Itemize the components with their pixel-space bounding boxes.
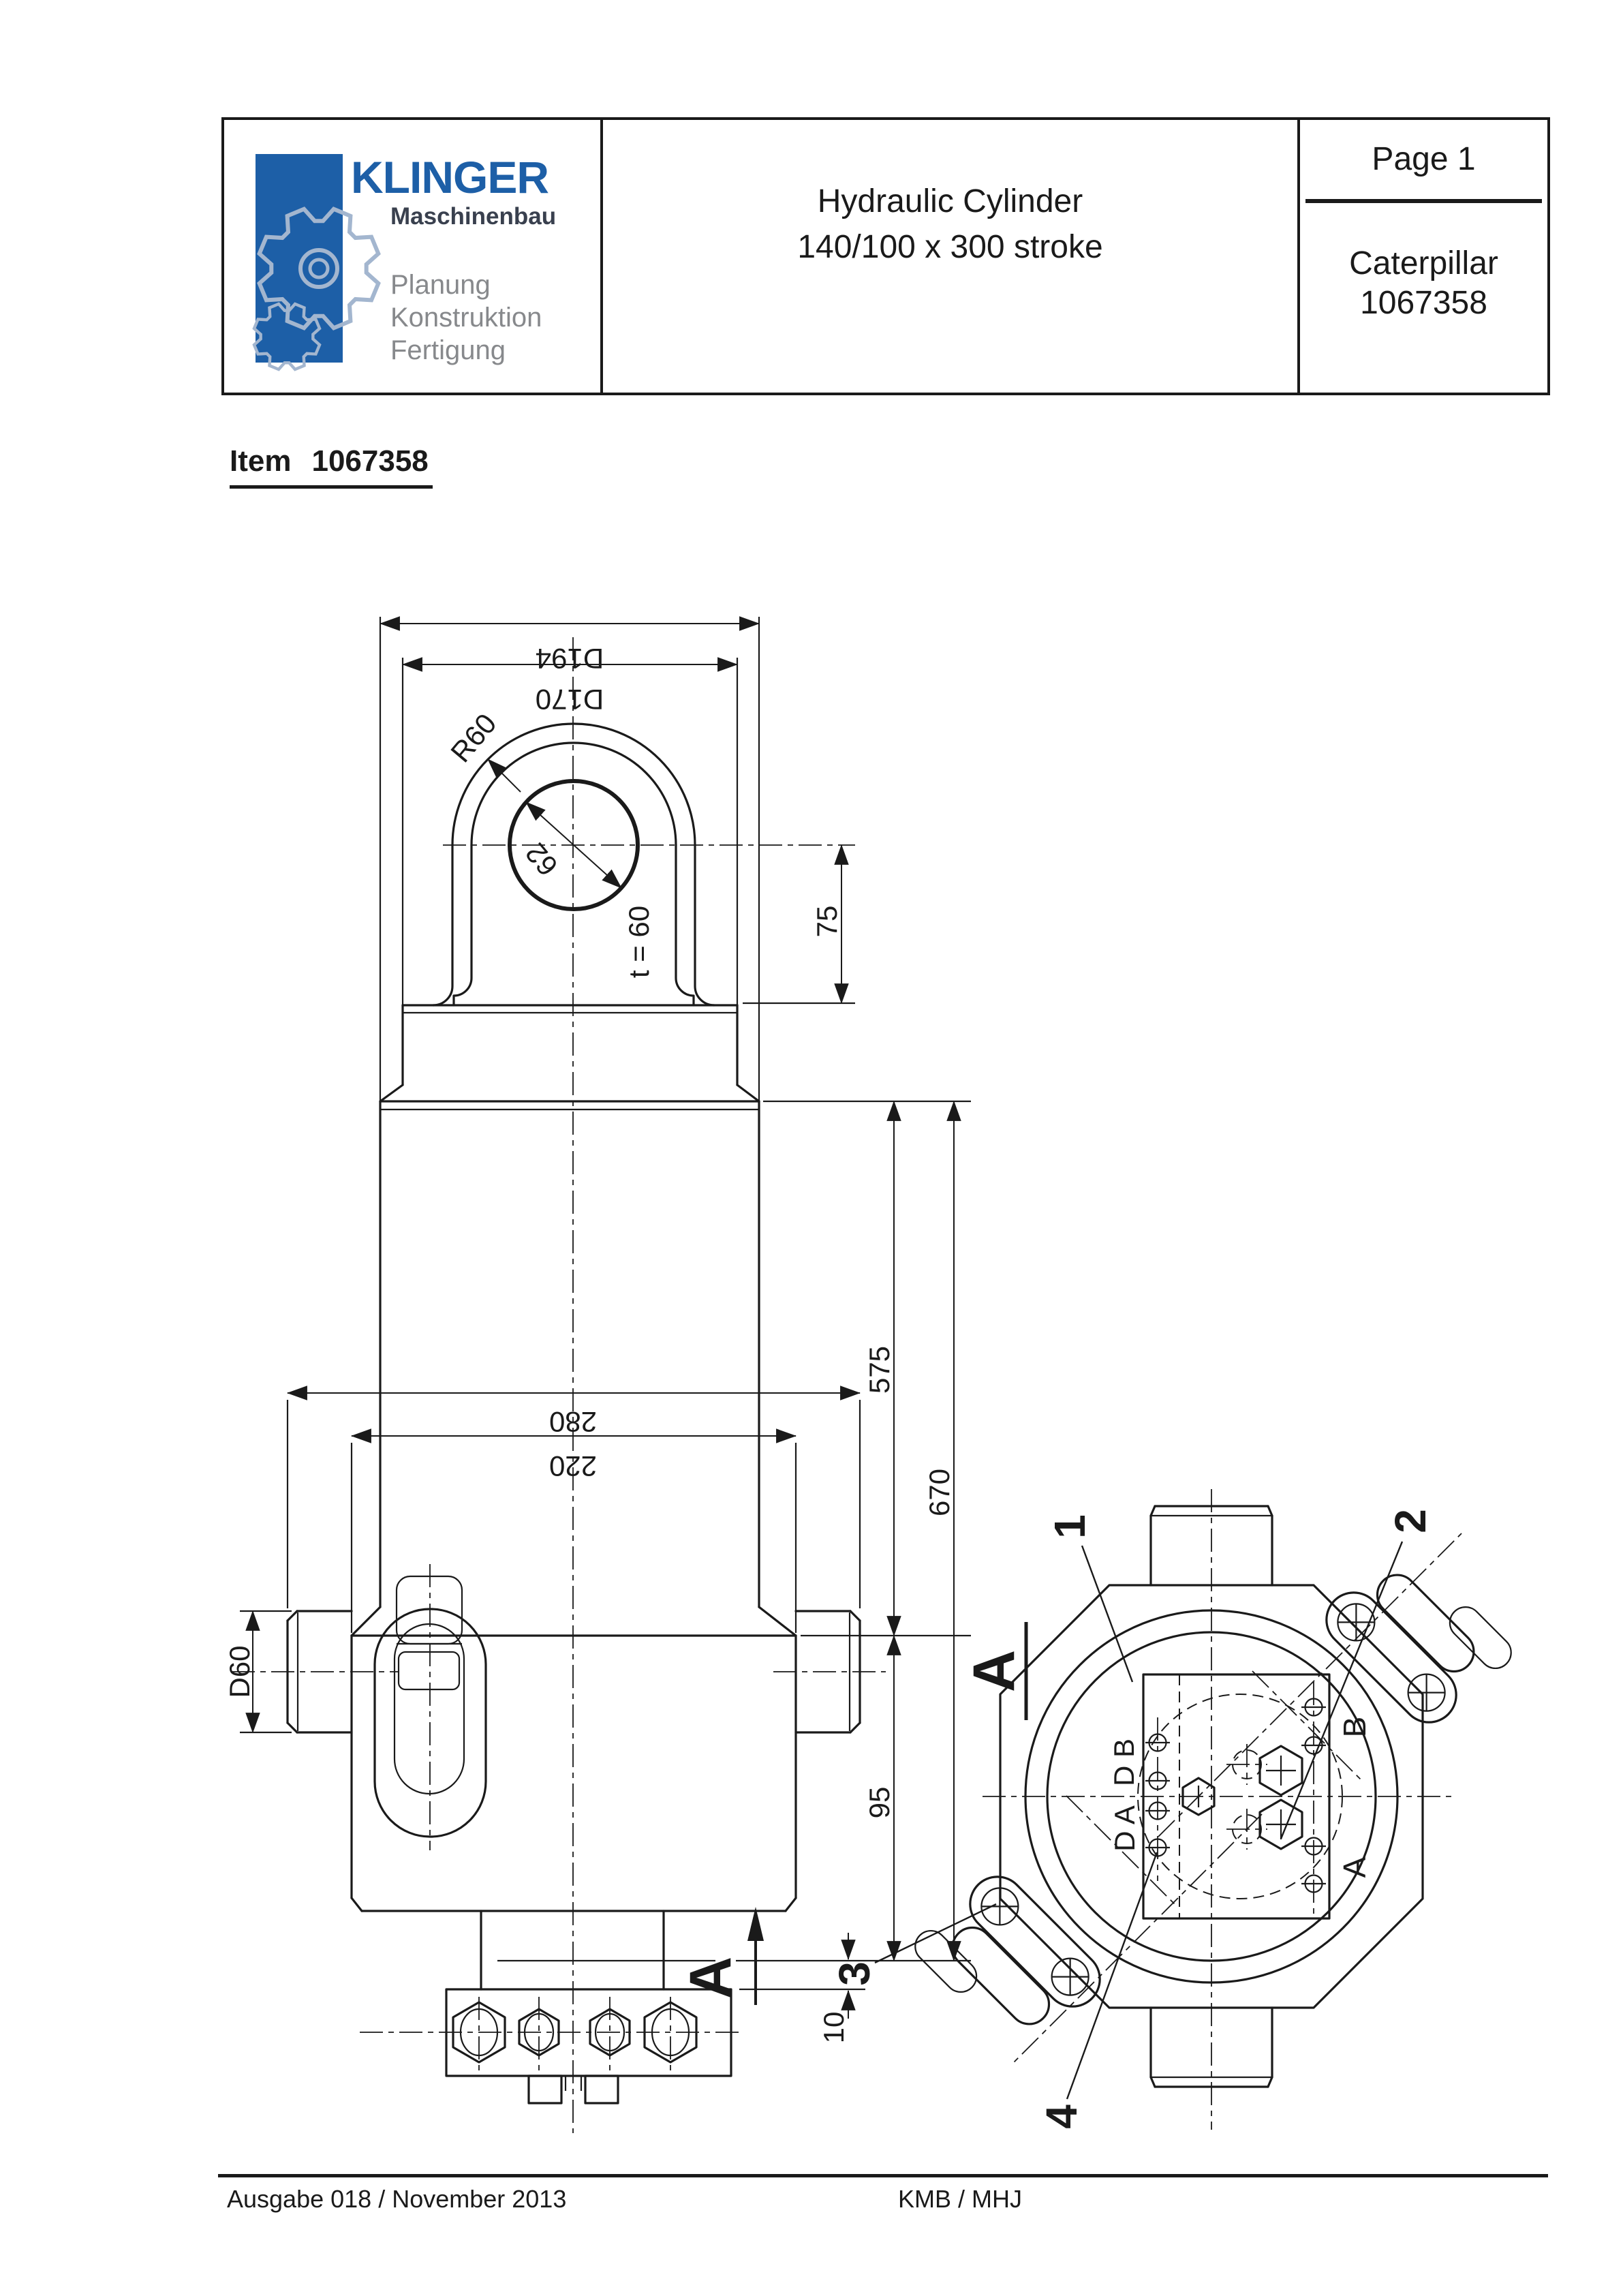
lifting-shackle (373, 1564, 487, 1850)
port-db-label: D B (1108, 1739, 1140, 1786)
dim-220-label: 220 (549, 1450, 597, 1482)
footer-initials: KMB / MHJ (898, 2185, 1023, 2213)
center-plug-hex (1181, 1777, 1216, 1816)
gear-icon (257, 206, 381, 331)
clevis-eye: 62 R60 t = 60 (432, 707, 715, 1007)
dim-d60: D60 (223, 1610, 292, 1734)
clamp-fitting-upper-right (1325, 1574, 1512, 1724)
port-tab-2 (584, 2075, 619, 2104)
valve-hex-2 (1258, 1798, 1303, 1850)
port-a-label: A (1337, 1856, 1372, 1878)
drawing-title-line2: 140/100 x 300 stroke (797, 229, 1103, 265)
trunnion-stub-top (1149, 1505, 1273, 1587)
section-arrowhead (747, 1907, 764, 1941)
logo-subtitle: Maschinenbau (390, 203, 557, 230)
logo-service-1: Planung (390, 270, 491, 300)
dim-670: 670 (923, 1100, 961, 1962)
dim-575: 575 (763, 1100, 971, 1637)
section-arrow-label: A (678, 1957, 743, 1999)
port-manifold (360, 1988, 743, 2104)
drawing-title-line1: Hydraulic Cylinder (817, 183, 1083, 219)
logo-brand: KLINGER (351, 152, 549, 202)
logo-services: Planung Konstruktion Fertigung (390, 269, 542, 367)
r60-leader (487, 759, 521, 793)
footer-edition: Ausgabe 018 / November 2013 (227, 2185, 567, 2213)
cylinder-tube (350, 1100, 797, 1637)
gear-icon-small (252, 302, 322, 371)
valve-block (1013, 1533, 1462, 2064)
section-view: B A D B D A A (830, 1489, 1512, 2130)
trunnion-pin-right (794, 1610, 861, 1734)
title-block: KLINGER Maschinenbau Planung Konstruktio… (221, 117, 1550, 395)
section-view-title: A (961, 1622, 1028, 1720)
dim-thickness-label: t = 60 (623, 906, 655, 978)
side-view: D194 D170 62 R60 t = 60 (223, 616, 971, 2133)
port-da-label: D A (1109, 1805, 1141, 1852)
dim-575-label: 575 (863, 1346, 895, 1394)
callout-1-label: 1 (1045, 1514, 1094, 1539)
eye-bore (508, 779, 640, 911)
item-heading: Item 1067358 (230, 444, 433, 489)
callout-4-label: 4 (1037, 2104, 1086, 2129)
dim-280: 280 (286, 1386, 861, 1608)
dim-95-label: 95 (863, 1787, 895, 1819)
dim-95: 95 (736, 1634, 971, 1962)
customer-name: Caterpillar (1349, 245, 1498, 281)
part-number: 1067358 (1360, 285, 1487, 321)
page-number: Page 1 (1372, 141, 1476, 177)
bore-dashed-circle (1137, 1694, 1343, 1899)
callout-3: 3 (830, 1903, 997, 1986)
item-number: 1067358 (311, 444, 429, 478)
dim-d194-label: D194 (536, 643, 604, 675)
logo-gear-graphic (252, 206, 381, 371)
item-label: Item (230, 444, 292, 478)
dim-r60-label: R60 (444, 707, 503, 768)
dim-10-label: 10 (818, 2012, 850, 2044)
dim-280-label: 280 (549, 1406, 597, 1438)
section-arrow: A (678, 1907, 764, 2005)
dim-75-label: 75 (811, 906, 843, 938)
clamp-fitting-lower-left (914, 1876, 1101, 2025)
section-title-letter: A (961, 1650, 1027, 1692)
logo-cell: KLINGER Maschinenbau Planung Konstruktio… (224, 120, 600, 393)
trunnion-stub-bottom (1149, 2006, 1273, 2088)
port-tab-1 (527, 2075, 563, 2104)
footer-rule (218, 2174, 1548, 2177)
dim-10: 10 (739, 1933, 865, 2043)
valve-hex-1 (1258, 1745, 1303, 1796)
callout-2-label: 2 (1386, 1509, 1435, 1533)
callout-3-label: 3 (830, 1961, 879, 1986)
eye-base-plate (379, 1004, 760, 1111)
tube-inner-circle (1046, 1631, 1377, 1962)
page-cell-divider (1305, 199, 1542, 203)
dim-d170: D170 (401, 657, 739, 1005)
port-plug-1 (452, 2001, 506, 2064)
base-block (350, 1634, 797, 1991)
dim-bore-label: 62 (519, 837, 564, 882)
callout-4: 4 (1037, 1852, 1158, 2129)
callout-2: 2 (1280, 1509, 1435, 1839)
page-cell: Page 1 Caterpillar 1067358 (1297, 120, 1547, 393)
dim-220: 220 (350, 1428, 797, 1633)
title-cell: Hydraulic Cylinder 140/100 x 300 stroke (600, 120, 1297, 393)
logo-service-3: Fertigung (390, 335, 506, 365)
bore-diameter-line (525, 801, 622, 889)
dim-670-label: 670 (923, 1469, 955, 1516)
port-plug-4 (643, 2001, 698, 2064)
callout-1: 1 (1045, 1514, 1134, 1683)
dim-d170-label: D170 (536, 684, 604, 716)
dim-75: 75 (743, 844, 855, 1005)
dim-d60-label: D60 (223, 1645, 256, 1698)
port-b-label: B (1337, 1717, 1372, 1738)
tube-outer-circle (1024, 1609, 1399, 1984)
logo-service-2: Konstruktion (390, 303, 542, 333)
